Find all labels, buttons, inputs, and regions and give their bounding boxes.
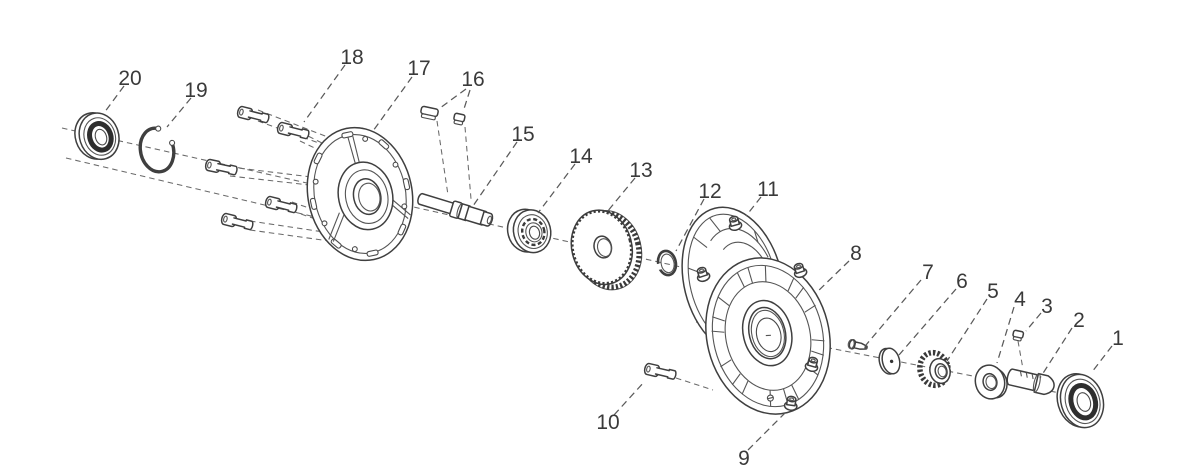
leader-5 [946, 298, 988, 362]
leader-4 [996, 306, 1015, 364]
leader-6 [898, 288, 957, 356]
callout-label-11: 11 [757, 178, 779, 201]
leader-18 [303, 64, 346, 123]
leader-lines [103, 64, 1113, 451]
leader-20 [103, 85, 125, 114]
leader-3 [1025, 312, 1042, 332]
part-washer-disc [878, 347, 901, 375]
leader-1 [1091, 345, 1113, 373]
leader-7 [865, 279, 922, 346]
part-hex-bolt-10 [642, 362, 678, 382]
part-drive-shaft [417, 192, 494, 227]
callout-label-3: 3 [1041, 295, 1053, 318]
leader-19 [166, 97, 192, 128]
part-circlip [138, 125, 176, 174]
callout-label-9: 9 [738, 447, 750, 470]
leader-15 [472, 141, 518, 207]
part-snap-ring [655, 249, 678, 277]
part-drive-gear [570, 209, 643, 291]
callout-label-5: 5 [987, 280, 999, 303]
leader-11 [745, 196, 762, 217]
callout-label-12: 12 [698, 180, 721, 203]
callout-label-16: 16 [461, 68, 484, 91]
part-shaft-keys [420, 105, 466, 126]
callout-label-6: 6 [956, 270, 968, 293]
hub-truss-spokes [711, 265, 825, 407]
leader-14 [537, 163, 576, 214]
part-woodruff-key-small [1012, 329, 1025, 342]
part-oil-seal-front [74, 112, 120, 161]
callout-labels: 1 2 3 4 5 6 7 8 9 10 11 12 13 14 15 16 1… [118, 46, 1124, 470]
callout-label-13: 13 [629, 159, 652, 182]
leader-8 [815, 260, 850, 294]
part-spacer-bushing [1006, 368, 1055, 396]
callout-label-1: 1 [1112, 327, 1124, 350]
leader-2 [1039, 327, 1073, 379]
callout-label-7: 7 [922, 261, 934, 284]
leader-12 [675, 198, 705, 252]
callout-label-10: 10 [596, 411, 619, 434]
part-wheel-hub [705, 257, 831, 415]
leader-10 [613, 380, 646, 416]
callout-label-2: 2 [1073, 309, 1085, 332]
callout-label-15: 15 [511, 123, 534, 146]
part-ball-bearing [506, 208, 552, 254]
callout-label-18: 18 [340, 46, 363, 69]
part-hub-flange-plate [306, 126, 414, 262]
callout-label-17: 17 [407, 57, 430, 80]
leader-16b [462, 89, 471, 113]
leader-13 [606, 177, 636, 213]
callout-label-19: 19 [184, 79, 207, 102]
part-collar-bushing [974, 364, 1008, 400]
callout-label-14: 14 [569, 145, 593, 168]
part-screw-small [847, 339, 868, 350]
callout-label-4: 4 [1014, 288, 1026, 311]
callout-label-20: 20 [118, 67, 141, 90]
part-oil-seal-rear [1056, 373, 1105, 429]
leader-9 [747, 408, 790, 451]
callout-label-8: 8 [850, 242, 862, 265]
part-pinion-gear [917, 349, 951, 389]
part-socket-bolts [203, 105, 311, 233]
leader-16a [439, 88, 467, 109]
leader-17 [372, 76, 413, 132]
